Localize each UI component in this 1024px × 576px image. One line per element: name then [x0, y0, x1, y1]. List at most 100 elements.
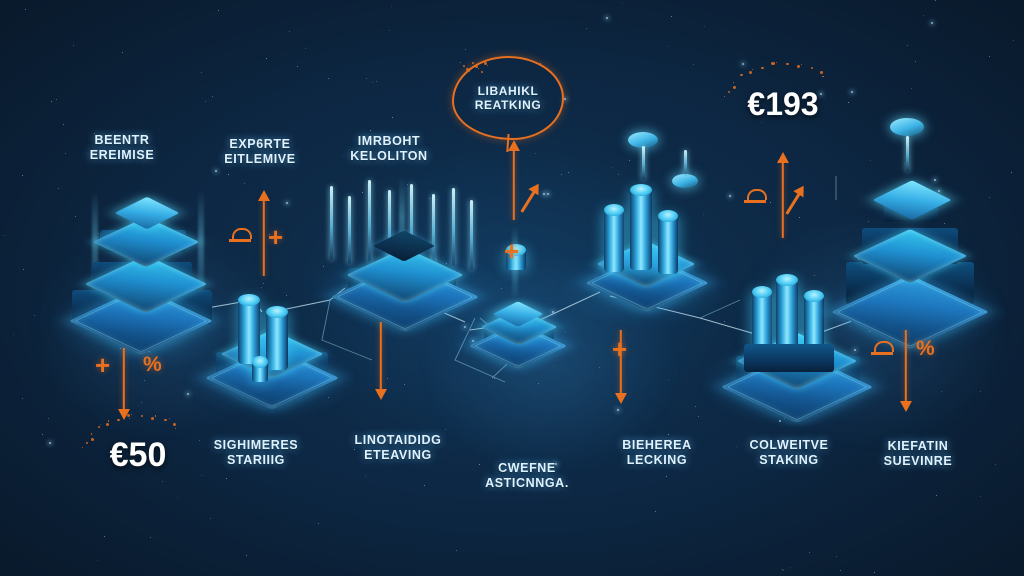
label-line: REATKING: [474, 98, 542, 112]
star: [655, 511, 657, 513]
star: [799, 217, 801, 219]
star: [34, 315, 35, 316]
star: [851, 91, 854, 94]
ink-speck: [786, 63, 789, 66]
star: [941, 391, 942, 392]
ink-speck: [740, 74, 743, 77]
ink-speck: [85, 442, 88, 445]
star: [49, 442, 52, 445]
star: [65, 153, 66, 154]
label-blob: [455, 404, 599, 548]
star: [667, 46, 668, 47]
star: [1013, 40, 1014, 41]
star: [201, 475, 202, 476]
ink-speck: [732, 86, 736, 90]
antenna-rod: [684, 150, 687, 176]
tower-cylinder-small: [252, 356, 268, 382]
core-capsule: [506, 244, 526, 270]
pct-icon: %: [143, 353, 162, 376]
label-line: LINOTAIDIDG: [354, 433, 442, 448]
star: [445, 429, 446, 430]
cylinder-cap: [266, 306, 288, 318]
star: [617, 409, 620, 412]
star: [989, 56, 990, 57]
star: [535, 153, 536, 154]
star: [205, 101, 206, 102]
star: [391, 6, 392, 7]
label-line: KIEFATIN: [887, 439, 949, 454]
star: [318, 523, 319, 524]
star: [51, 101, 53, 103]
arrow-shaft: [512, 149, 516, 220]
ink-speck: [127, 414, 131, 418]
ink-speck: [748, 71, 752, 75]
star: [246, 555, 248, 557]
node-core-cube: [114, 196, 180, 230]
ink-speck: [90, 433, 92, 435]
arrow-head: [615, 393, 627, 404]
star: [323, 266, 324, 267]
light-beam: [399, 176, 405, 268]
pencil-icon: [520, 189, 537, 213]
coins-icon: [229, 228, 252, 242]
label-blob: [53, 79, 191, 217]
tower-cylinder: [604, 204, 624, 272]
star: [404, 384, 405, 385]
plus-icon: +: [504, 236, 520, 266]
star: [618, 174, 619, 175]
star: [840, 570, 841, 571]
star: [63, 124, 65, 126]
price-value: €193: [747, 85, 819, 122]
label-line: BIEHEREA: [622, 438, 692, 453]
light-beam: [198, 190, 204, 300]
star: [693, 64, 694, 65]
antenna-rod: [368, 180, 371, 262]
antenna-rod: [348, 196, 351, 264]
flow-arrow-up: [257, 190, 271, 276]
antenna-rod: [452, 188, 455, 266]
flow-arrow-down: [374, 322, 388, 400]
star: [995, 464, 996, 465]
arrow-shaft: [262, 199, 266, 276]
star: [629, 160, 631, 162]
star: [783, 570, 784, 571]
star: [938, 190, 941, 193]
label-line: LIBAHIKL: [477, 83, 539, 98]
ink-speck: [466, 68, 470, 72]
star: [935, 0, 936, 1]
ink-speck: [761, 66, 764, 70]
price-value: €50: [109, 435, 167, 474]
antenna-rod: [642, 146, 645, 180]
arrow-shaft: [379, 322, 383, 391]
star: [362, 192, 364, 194]
antenna-rod: [470, 200, 473, 270]
star: [695, 406, 696, 407]
star: [599, 367, 600, 368]
star: [547, 193, 550, 196]
star: [263, 283, 264, 284]
antenna-rod: [906, 136, 909, 172]
ink-speck: [105, 422, 109, 427]
ink-speck: [796, 64, 801, 69]
star: [266, 58, 268, 60]
star: [97, 560, 98, 561]
star: [1011, 172, 1013, 174]
cylinder-cap: [630, 184, 652, 196]
star: [770, 202, 772, 204]
star: [907, 45, 908, 46]
star: [915, 61, 916, 62]
star: [456, 550, 457, 551]
star: [212, 96, 213, 97]
star: [218, 10, 220, 12]
ink-speck: [481, 71, 484, 74]
ink-speck: [131, 414, 133, 416]
label-line: SIGHIMERES: [213, 438, 299, 453]
star: [187, 393, 190, 396]
star: [793, 461, 794, 462]
ink-speck: [484, 62, 488, 66]
star: [870, 160, 871, 161]
ink-speck: [164, 418, 167, 422]
star: [790, 567, 791, 568]
